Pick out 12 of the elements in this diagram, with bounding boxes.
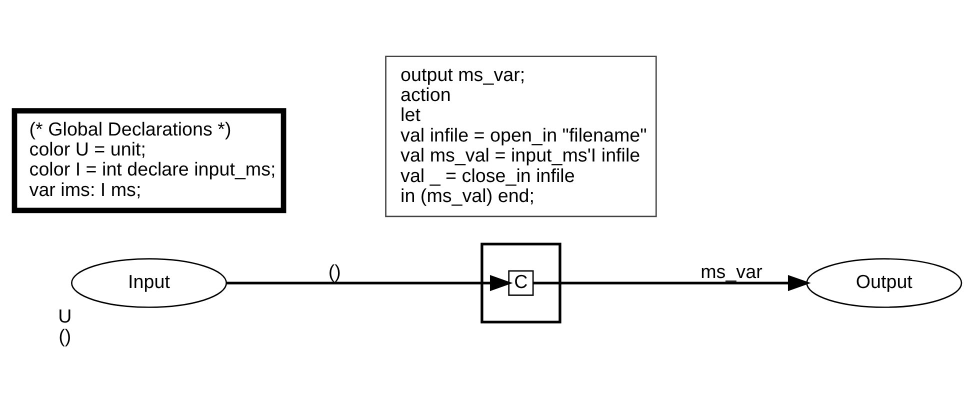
node-box: (* Global Declarations *) color U = unit; color I = int declare input_ms; var ims: I ms; — [12, 108, 286, 214]
node-ellipse: Input — [70, 258, 228, 308]
arrow — [226, 275, 513, 292]
node-label: U — [58, 305, 72, 326]
node-box: C — [508, 270, 534, 296]
arrow — [533, 275, 811, 292]
edge-label: ms_var — [700, 260, 762, 282]
cluster — [480, 242, 562, 324]
edge-label: () — [328, 260, 341, 282]
node-box: output ms_var; action let val infile = open_in "filename" val ms_val = input_ms'I infile val _ = close_in infile in (ms_val) end; — [385, 56, 657, 218]
node-label: () — [58, 326, 72, 347]
node-ellipse: Output — [806, 258, 962, 308]
